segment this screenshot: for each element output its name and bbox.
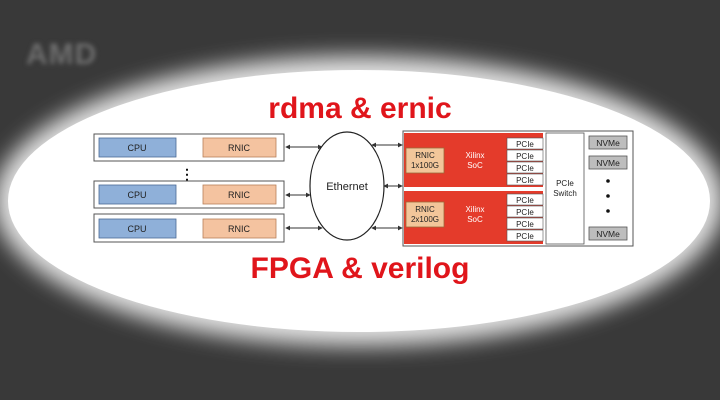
rnic-box <box>202 184 277 205</box>
pcie-label: PCIe <box>516 152 534 161</box>
ethernet-label: Ethernet <box>326 181 368 193</box>
soc-rnic-box <box>405 201 445 228</box>
nvme-ellipsis-dot <box>606 194 610 198</box>
rnic-box <box>202 218 277 239</box>
nvme-box <box>588 135 628 150</box>
xilinx-soc-1: RNIC 1x100G Xilinx SoC PCIe PCIe PCIe PC… <box>404 133 544 187</box>
host-row-3: CPU RNIC <box>93 213 285 243</box>
host-ellipsis: ⋮ <box>180 166 194 182</box>
soc-label: SoC <box>467 161 483 170</box>
rnic-box <box>202 137 277 158</box>
cpu-box <box>98 218 177 239</box>
soc-label: SoC <box>467 215 483 224</box>
rnic-label: RNIC <box>228 224 250 234</box>
host-row-1: CPU RNIC <box>93 133 285 162</box>
nvme-ellipsis-dot <box>606 209 610 213</box>
cpu-label: CPU <box>127 190 146 200</box>
pcie-label: PCIe <box>516 164 534 173</box>
soc-label: Xilinx <box>465 151 484 160</box>
headline-fpga-verilog: FPGA & verilog <box>250 252 470 285</box>
pcie-box <box>506 149 544 162</box>
cpu-label: CPU <box>127 143 146 153</box>
pcie-box <box>506 229 544 242</box>
nvme-label: NVMe <box>596 229 620 239</box>
pcie-label: PCIe <box>516 196 534 205</box>
pcie-box <box>506 161 544 174</box>
nvme-label: NVMe <box>596 138 620 148</box>
pcie-label: PCIe <box>516 220 534 229</box>
soc-rnic-box <box>405 147 445 174</box>
xilinx-soc-2: RNIC 2x100G Xilinx SoC PCIe PCIe PCIe PC… <box>404 191 544 244</box>
pcie-label: PCIe <box>516 140 534 149</box>
cpu-box <box>98 137 177 158</box>
amd-logo: AMD <box>26 38 98 71</box>
rnic-label: RNIC <box>228 143 250 153</box>
pcie-label: PCIe <box>516 232 534 241</box>
soc-label: Xilinx <box>465 205 484 214</box>
pcie-box <box>506 217 544 230</box>
pcie-box <box>506 205 544 218</box>
cpu-label: CPU <box>127 224 146 234</box>
cpu-box <box>98 184 177 205</box>
soc-rnic-speed: 1x100G <box>411 161 439 170</box>
pcie-box <box>506 193 544 206</box>
soc-rnic-label: RNIC <box>415 151 435 160</box>
soc-rnic-label: RNIC <box>415 205 435 214</box>
pcie-box <box>506 173 544 186</box>
nvme-box <box>588 226 628 241</box>
rnic-label: RNIC <box>228 190 250 200</box>
host-row-2: CPU RNIC <box>93 180 285 209</box>
nvme-column: NVMe NVMe NVMe <box>588 135 628 241</box>
pcie-label: PCIe <box>516 208 534 217</box>
headline-rdma-ernic: rdma & ernic <box>268 92 452 125</box>
pcie-switch-box <box>545 132 585 245</box>
nvme-ellipsis-dot <box>606 179 610 183</box>
soc-rnic-speed: 2x100G <box>411 215 439 224</box>
pcie-label: PCIe <box>516 176 534 185</box>
pcie-box <box>506 137 544 150</box>
pcie-switch-label: Switch <box>553 189 577 198</box>
pcie-switch-label: PCIe <box>556 179 574 188</box>
nvme-box <box>588 155 628 170</box>
nvme-label: NVMe <box>596 158 620 168</box>
